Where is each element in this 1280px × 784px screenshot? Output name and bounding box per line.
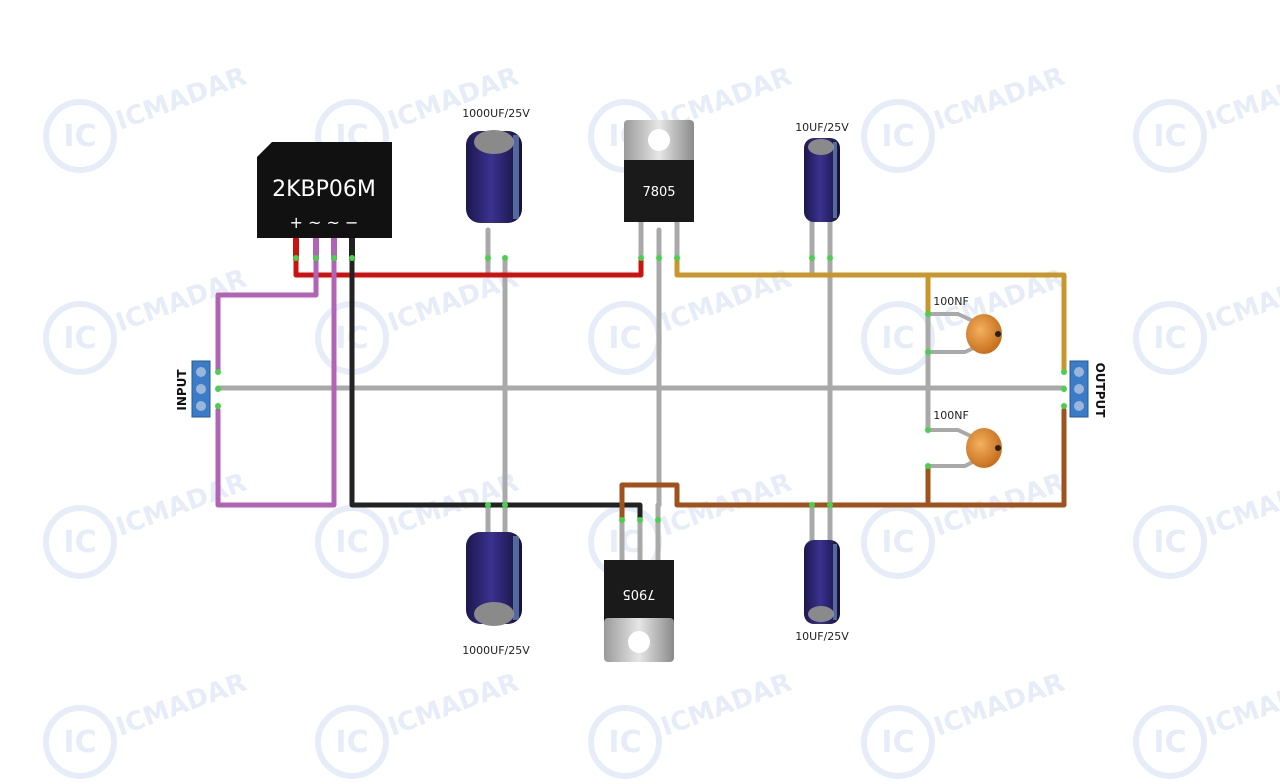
input-terminal-block: INPUT <box>175 360 211 418</box>
positive-output-wire <box>674 255 1067 373</box>
cap-top-big-label: 1000UF/25V <box>462 107 530 120</box>
svg-text:IC: IC <box>1153 525 1186 560</box>
regulator-7905: 7905 <box>604 560 674 662</box>
watermark-logo: IC ICMADAR <box>1133 264 1280 375</box>
svg-text:IC: IC <box>881 321 914 356</box>
negative-raw-wire <box>349 255 643 523</box>
watermark-logo: IC ICMADAR <box>43 668 251 779</box>
svg-text:IC: IC <box>63 321 96 356</box>
svg-text:ICMADAR: ICMADAR <box>930 62 1069 137</box>
ceramic-capacitor-top: 100NF <box>933 295 1002 354</box>
svg-text:ICMADAR: ICMADAR <box>112 264 251 339</box>
svg-text:ICMADAR: ICMADAR <box>1202 62 1280 137</box>
watermark-logo: IC ICMADAR <box>588 668 796 779</box>
cap-bottom-big-label: 1000UF/25V <box>462 644 530 657</box>
svg-text:IC: IC <box>335 725 368 760</box>
watermark-logo: IC ICMADAR <box>861 668 1069 779</box>
capacitor-1000uf-top: 1000UF/25V <box>462 107 530 223</box>
ceramic-top-lead <box>926 312 977 324</box>
svg-text:IC: IC <box>608 525 641 560</box>
svg-text:IC: IC <box>881 119 914 154</box>
watermark-logo: IC ICMADAR <box>315 668 523 779</box>
ac-input-wire-1 <box>215 255 319 373</box>
svg-text:ICMADAR: ICMADAR <box>384 62 523 137</box>
capacitor-10uf-bottom: 10UF/25V <box>795 540 849 643</box>
svg-text:IC: IC <box>63 725 96 760</box>
rectifier-part-label: 2KBP06M <box>272 177 376 202</box>
svg-text:IC: IC <box>1153 725 1186 760</box>
watermark-logo: IC ICMADAR <box>1133 62 1280 173</box>
watermark-logo: IC ICMADAR <box>43 62 251 173</box>
output-label: OUTPUT <box>1093 363 1107 419</box>
connection-dots <box>215 255 1067 523</box>
svg-text:IC: IC <box>1153 321 1186 356</box>
rectifier-pin-symbols: + ~ ~ − <box>290 213 359 232</box>
svg-text:ICMADAR: ICMADAR <box>112 62 251 137</box>
input-label: INPUT <box>175 369 189 411</box>
bridge-rectifier: 2KBP06M + ~ ~ − <box>257 142 392 260</box>
svg-text:ICMADAR: ICMADAR <box>1202 264 1280 339</box>
watermark-logo: IC ICMADAR <box>1133 668 1280 779</box>
svg-text:ICMADAR: ICMADAR <box>657 668 796 743</box>
capacitor-10uf-top: 10UF/25V <box>795 121 849 222</box>
ceramic-capacitor-bottom: 100NF <box>933 409 1002 468</box>
capacitor-1000uf-bottom: 1000UF/25V <box>462 532 530 657</box>
svg-text:IC: IC <box>881 725 914 760</box>
regulator-7805: 7805 <box>624 120 694 222</box>
wires <box>215 219 1067 565</box>
negative-output-wire <box>619 407 1067 523</box>
svg-text:IC: IC <box>608 321 641 356</box>
reg-pos-part-label: 7805 <box>642 185 675 200</box>
ceramic-top-label: 100NF <box>933 295 969 308</box>
svg-text:ICMADAR: ICMADAR <box>384 668 523 743</box>
svg-text:ICMADAR: ICMADAR <box>112 668 251 743</box>
reg-neg-part-label: 7905 <box>622 586 655 601</box>
svg-text:IC: IC <box>881 525 914 560</box>
cap-bottom-small-label: 10UF/25V <box>795 630 849 643</box>
ceramic-bottom-label: 100NF <box>933 409 969 422</box>
svg-text:ICMADAR: ICMADAR <box>1202 468 1280 543</box>
watermark-logo: IC ICMADAR <box>861 62 1069 173</box>
svg-text:IC: IC <box>1153 119 1186 154</box>
cap-top-small-label: 10UF/25V <box>795 121 849 134</box>
positive-raw-wire <box>293 255 644 278</box>
svg-text:IC: IC <box>335 525 368 560</box>
ceramic-bottom-lead <box>926 428 977 440</box>
output-terminal-block: OUTPUT <box>1069 360 1107 419</box>
svg-text:IC: IC <box>608 725 641 760</box>
svg-text:IC: IC <box>63 119 96 154</box>
svg-text:ICMADAR: ICMADAR <box>930 668 1069 743</box>
ac-input-wire-2 <box>215 255 337 508</box>
watermark-logo: IC ICMADAR <box>1133 468 1280 579</box>
svg-text:ICMADAR: ICMADAR <box>1202 668 1280 743</box>
svg-text:IC: IC <box>63 525 96 560</box>
